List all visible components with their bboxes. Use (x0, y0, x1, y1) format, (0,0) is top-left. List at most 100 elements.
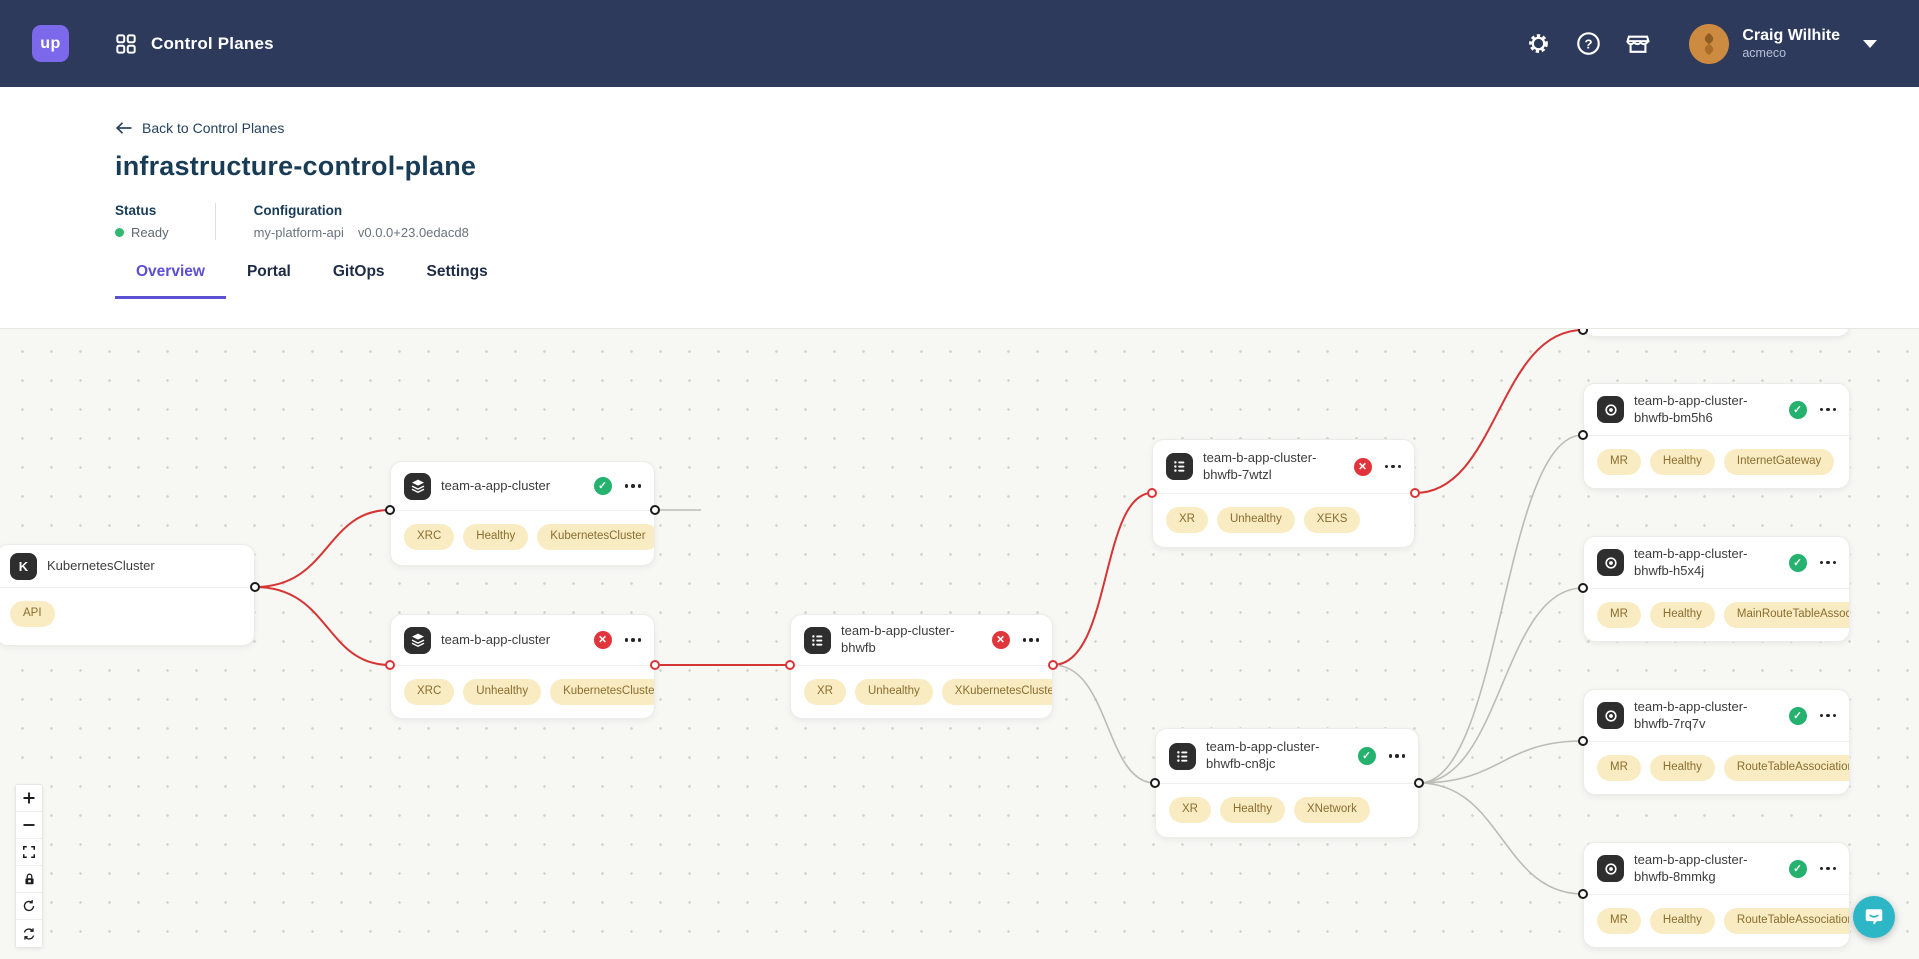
badge: MR (1597, 449, 1641, 475)
back-link[interactable]: Back to Control Planes (115, 120, 284, 136)
more-options-button[interactable] (1817, 560, 1836, 565)
badge: KubernetesCluster (537, 524, 654, 550)
node-partial-top-node[interactable] (1583, 329, 1850, 337)
control-planes-grid-icon (113, 31, 139, 57)
node-title: team-b-app-cluster-bhwfb-cn8jc (1206, 739, 1320, 771)
edges-layer (254, 329, 1584, 895)
managed-resource-icon (1597, 855, 1624, 882)
back-arrow-icon (115, 122, 132, 134)
badge: MR (1597, 908, 1641, 934)
more-options-button[interactable] (1817, 866, 1836, 871)
node-badges: XR Unhealthy XEKS (1153, 494, 1414, 546)
edge (254, 509, 391, 588)
badge: Unhealthy (1216, 507, 1295, 533)
badge: XKubernetesCluster (941, 679, 1052, 705)
user-menu[interactable]: Craig Wilhite acmeco (1689, 23, 1877, 64)
status-healthy-icon: ✓ (1788, 400, 1807, 419)
fit-view-button[interactable] (16, 839, 42, 866)
node-title: team-b-app-cluster-bhwfb (841, 623, 955, 655)
more-options-button[interactable] (622, 484, 641, 488)
edge (1414, 329, 1584, 494)
status-healthy-icon: ✓ (1788, 553, 1807, 572)
badge: XNetwork (1293, 797, 1370, 823)
page-header: Back to Control Planes infrastructure-co… (0, 87, 1919, 240)
settings-gear-icon[interactable] (1525, 31, 1551, 57)
status-ready-dot (115, 228, 124, 237)
node-badges: API (0, 588, 254, 640)
page-title: infrastructure-control-plane (115, 151, 477, 181)
status-healthy-icon: ✓ (1788, 859, 1807, 878)
marketplace-icon[interactable] (1625, 31, 1651, 57)
badge: Unhealthy (463, 679, 542, 705)
node-team-b-app-cluster-bhwfb-8mmkg[interactable]: team-b-app-cluster-bhwfb-8mmkg ✓ MR Healthy… (1583, 842, 1850, 948)
badge: XR (1166, 507, 1208, 533)
more-options-button[interactable] (1382, 464, 1401, 469)
zoom-in-button[interactable] (16, 785, 42, 812)
canvas-controls (15, 784, 43, 948)
lock-button[interactable] (16, 866, 42, 893)
tab-overview[interactable]: Overview (115, 263, 226, 299)
zoom-out-button[interactable] (16, 812, 42, 839)
tab-gitops[interactable]: GitOps (332, 263, 385, 280)
node-title: team-b-app-cluster-bhwfb-7rq7v (1634, 698, 1748, 731)
badge: Healthy (1219, 797, 1285, 823)
svg-text:?: ? (1584, 36, 1592, 51)
app-title: Control Planes (151, 33, 274, 53)
node-title: team-b-app-cluster-bhwfb-bm5h6 (1634, 392, 1748, 425)
badge: XR (804, 679, 846, 705)
edge (1418, 434, 1584, 784)
meta-row: Status Ready Configuration my-platform-a… (115, 203, 1919, 240)
help-icon[interactable]: ? (1575, 31, 1601, 57)
upbound-logo[interactable]: up (32, 25, 69, 62)
port (385, 660, 395, 670)
managed-resource-icon (1597, 702, 1624, 729)
badge: Healthy (1649, 908, 1715, 934)
composite-resource-icon (1166, 453, 1193, 480)
more-options-button[interactable] (1817, 407, 1836, 412)
tab-settings[interactable]: Settings (426, 263, 488, 280)
user-name: Craig Wilhite (1742, 27, 1840, 45)
composite-resource-icon (804, 626, 831, 654)
more-options-button[interactable] (1020, 638, 1039, 642)
configuration-label: Configuration (253, 203, 343, 218)
status-label: Status (115, 203, 157, 218)
user-org: acmeco (1742, 45, 1787, 60)
badge: Healthy (463, 524, 529, 550)
port (1578, 329, 1588, 335)
meta-divider (214, 203, 216, 240)
tab-portal[interactable]: Portal (246, 263, 291, 280)
node-badges: MRHealthyMainRouteTableAssociation (1584, 589, 1849, 641)
chat-launcher-button[interactable] (1853, 896, 1895, 938)
badge: InternetGateway (1723, 449, 1835, 475)
top-navbar: up Control Planes ? (0, 0, 1919, 87)
more-options-button[interactable] (1817, 713, 1836, 718)
reload-button[interactable] (16, 920, 42, 947)
badge: Healthy (1649, 449, 1715, 475)
chevron-down-icon (1863, 39, 1877, 48)
node-team-b-app-cluster-bhwfb-bm5h6[interactable]: team-b-app-cluster-bhwfb-bm5h6 ✓ MR Healthy… (1583, 383, 1850, 489)
node-title: team-b-app-cluster-bhwfb-8mmkg (1634, 851, 1748, 884)
configuration-name: my-platform-api (253, 225, 344, 240)
more-options-button[interactable] (1386, 754, 1405, 758)
rotate-button[interactable] (16, 893, 42, 920)
node-title: team-b-app-cluster (441, 631, 551, 647)
chat-bubble-icon (1865, 909, 1883, 925)
port (1578, 889, 1588, 899)
badge: XEKS (1303, 507, 1361, 533)
back-link-label: Back to Control Planes (142, 120, 285, 136)
port (1150, 778, 1160, 788)
more-options-button[interactable] (622, 638, 641, 642)
